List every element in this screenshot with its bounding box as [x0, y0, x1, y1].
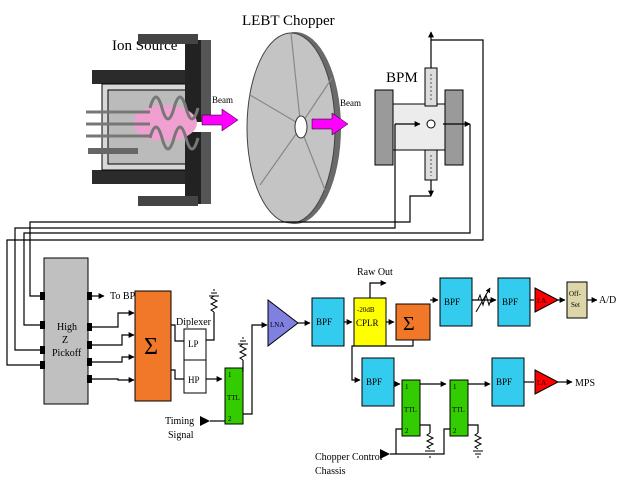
ttl-1-pin1: 1 — [228, 371, 232, 379]
ion-source-drawing — [86, 34, 211, 206]
bpf-3-label: BPF — [502, 297, 518, 307]
summer-2-symbol: Σ — [403, 313, 415, 335]
lp-label: LP — [188, 339, 199, 349]
timing-signal-label-1: Timing — [165, 416, 194, 427]
ttl-3 — [449, 379, 469, 437]
bpf-5-label: BPF — [496, 377, 512, 387]
variable-attenuator — [475, 287, 492, 313]
bpf-5 — [491, 357, 525, 407]
lebt-chopper-disc — [246, 32, 341, 224]
pickoff-label-3: Pickoff — [52, 348, 82, 359]
ttl-3-pin1: 1 — [453, 383, 457, 391]
ttl-2-label: TTL — [404, 406, 417, 414]
bpf-2-label: BPF — [444, 297, 460, 307]
pickoff-label-2: Z — [62, 335, 68, 346]
pickoff-label-1: High — [57, 322, 77, 333]
ttl-2-pin2: 2 — [405, 427, 409, 435]
limiting-amp-1 — [534, 287, 560, 313]
ttl-1-label: TTL — [227, 394, 240, 402]
beam-arrow-2 — [311, 112, 349, 136]
bpm-title: BPM — [386, 70, 418, 86]
limiting-amp-2 — [534, 369, 560, 395]
raw-out-label: Raw Out — [357, 267, 393, 278]
chopper-control-label-2: Chassis — [315, 466, 346, 477]
ttl-1 — [224, 367, 244, 425]
hp-label: HP — [188, 375, 200, 385]
timing-signal-label-2: Signal — [168, 430, 194, 441]
ttl-2 — [401, 379, 421, 437]
offset-label-1: Off- — [569, 290, 582, 298]
lna-amplifier — [267, 298, 299, 348]
lna-label: LNA — [270, 321, 284, 329]
a-d-label: A/D — [599, 295, 616, 306]
pickoff-ports — [40, 292, 92, 383]
la-1-label: LA — [537, 297, 546, 305]
offset-label-2: Set — [571, 301, 580, 309]
beam-label-1: Beam — [212, 95, 233, 105]
high-z-pickoff — [43, 257, 89, 405]
summer-1-symbol: Σ — [144, 334, 158, 360]
cplr-label-1: -20dB — [357, 306, 375, 314]
to-bpm-label: To BPM — [110, 291, 144, 302]
lebt-chopper-title: LEBT Chopper — [242, 13, 335, 29]
bpf-1-label: BPF — [316, 317, 332, 327]
diplexer — [183, 328, 207, 394]
bpm-body — [374, 67, 464, 181]
beam-label-2: Beam — [340, 98, 361, 108]
summer-1 — [134, 290, 172, 402]
ttl-2-pin1: 1 — [405, 383, 409, 391]
chopper-control-label-1: Chopper Control — [315, 452, 383, 463]
diplexer-label: Diplexer — [176, 317, 212, 328]
bpf-2 — [439, 277, 473, 327]
bpf-1 — [311, 297, 345, 347]
beam-arrow-1 — [201, 108, 239, 132]
bpf-4 — [361, 357, 395, 407]
mps-label: MPS — [575, 378, 595, 389]
ttl-3-label: TTL — [452, 406, 465, 414]
bpf-4-label: BPF — [366, 377, 382, 387]
ttl-1-pin2: 2 — [228, 415, 232, 423]
offset — [566, 281, 588, 319]
la-2-label: LA — [537, 379, 546, 387]
ttl-3-pin2: 2 — [453, 427, 457, 435]
bpf-3 — [497, 277, 531, 327]
cplr-label-2: CPLR — [356, 318, 379, 328]
